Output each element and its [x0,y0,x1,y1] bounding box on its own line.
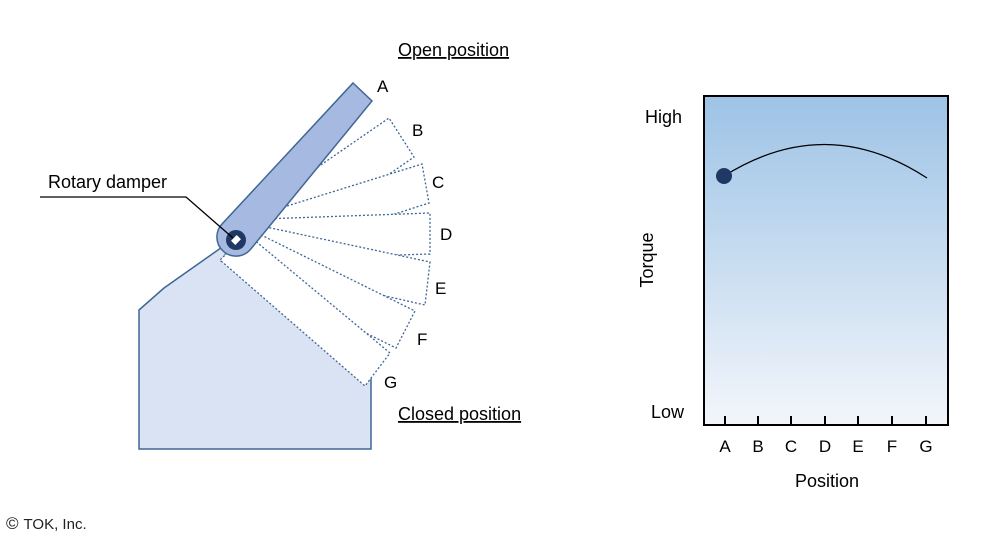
damper-leader-line [40,196,234,239]
y-low-label: Low [651,402,685,422]
y-axis-title: Torque [637,232,657,287]
torque-curve [723,143,928,179]
position-label-f: F [417,330,427,349]
torque-graph: A B C D E F G Position Torque High Low [637,95,949,491]
x-tick-label-e: E [852,437,863,456]
lid-diagram: Rotary damper A B C D E F G Open positio… [40,40,521,450]
copyright-text: TOK, Inc. [23,516,87,533]
x-tick-label-b: B [752,437,763,456]
position-label-g: G [384,373,397,392]
x-tick-label-c: C [785,437,797,456]
closed-position-caption: Closed position [398,404,521,424]
position-label-b: B [412,121,423,140]
x-tick-label-f: F [887,437,897,456]
damper-label: Rotary damper [48,172,167,192]
position-label-d: D [440,225,452,244]
torque-start-point [716,168,732,184]
graph-x-ticks [724,416,927,425]
copyright-notice: ©TOK, Inc. [6,514,87,534]
x-tick-label-a: A [719,437,731,456]
position-label-e: E [435,279,446,298]
open-position-caption: Open position [398,40,509,60]
position-label-c: C [432,173,444,192]
copyright-symbol: © [6,514,19,533]
x-tick-label-g: G [919,437,932,456]
lid-arm-open [216,81,374,257]
rotary-damper-shaft [231,235,241,245]
graph-plot-area [703,95,949,426]
lid-ghost-positions [219,117,431,387]
position-label-a: A [377,77,389,96]
x-axis-title: Position [795,471,859,491]
x-tick-label-d: D [819,437,831,456]
y-high-label: High [645,107,682,127]
